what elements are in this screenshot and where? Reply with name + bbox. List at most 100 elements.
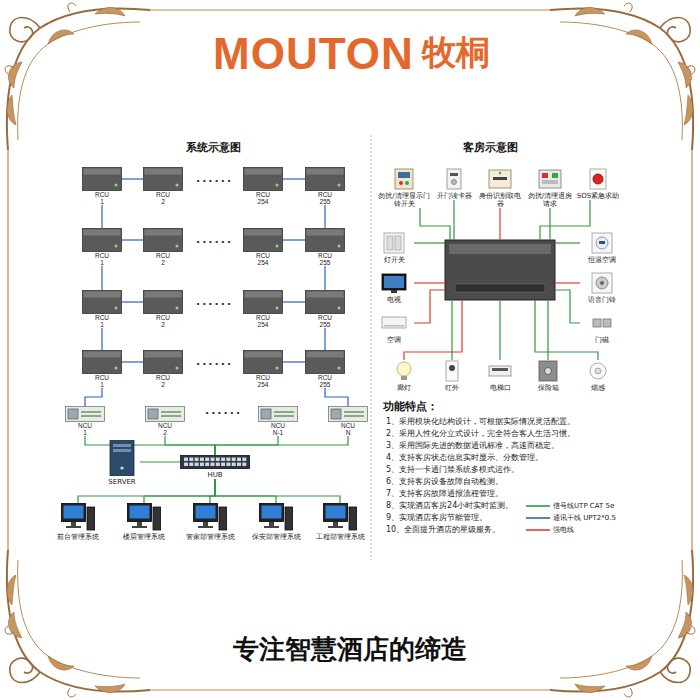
frame-line: [691, 150, 692, 550]
workstation: 前台管理系统: [48, 503, 108, 541]
hub-port: [205, 463, 209, 467]
network-cable: [85, 388, 102, 406]
device-wire: [499, 300, 500, 360]
pc-tower: [285, 507, 293, 530]
icon-part: [395, 236, 401, 250]
rcu-lid: [84, 169, 121, 175]
room-device: 开门读卡器: [432, 168, 476, 200]
device-wire: [414, 282, 445, 283]
ellipsis: ......: [196, 233, 233, 246]
icon-part: [489, 170, 511, 188]
unit-label: NCU N: [341, 423, 355, 436]
rcu-case: [306, 168, 345, 191]
network-cable: [85, 436, 215, 455]
icon-part: [401, 376, 407, 380]
unit-label: RCU 254: [256, 315, 270, 328]
rcu-unit: RCU 2: [143, 228, 183, 266]
corner-flourish: [5, 3, 150, 150]
ellipsis: ......: [196, 355, 233, 368]
rcu-case: [144, 229, 183, 252]
legend-line: [526, 517, 550, 519]
pc-tower: [219, 507, 227, 530]
device-label: 开门读卡器: [432, 192, 476, 200]
hub-port: [232, 458, 236, 462]
icon-part: [397, 362, 411, 376]
hub-port: [221, 458, 225, 462]
status-led: [176, 184, 179, 187]
icon-part: [384, 325, 404, 327]
server-node: SERVER: [104, 440, 140, 486]
monitor: [62, 504, 86, 522]
hub-port: [184, 463, 188, 467]
icon-part: [596, 237, 608, 249]
icon-part: [395, 169, 413, 189]
hub-port: [211, 458, 215, 462]
pc-icon: [127, 503, 161, 531]
network-cable: [122, 239, 143, 240]
icon-part: [382, 317, 406, 328]
panel2-icon: [537, 168, 563, 190]
smoke-icon: [585, 360, 611, 382]
network-cable: [78, 479, 215, 503]
section-title: 客房示意图: [463, 141, 518, 155]
rcu-case: [306, 229, 345, 252]
ellipsis: ......: [196, 295, 233, 308]
room-device: 保险箱: [526, 360, 570, 392]
ncu-strip: [344, 411, 364, 413]
screen: [262, 506, 282, 519]
rcu-icon: [243, 290, 283, 314]
room-device: 红外: [430, 360, 474, 392]
hub-port: [237, 463, 241, 467]
door-icon: [589, 312, 615, 334]
unit-label: RCU 1: [95, 253, 109, 266]
feature-item: 9、实现酒店客房节能管理。: [386, 513, 487, 523]
icon-part: [446, 361, 458, 381]
feature-item: 5、支持一卡通门禁系统多模式运作。: [386, 465, 519, 475]
ellipsis: ......: [205, 404, 242, 417]
network-cable: [325, 388, 348, 406]
pc-tower: [87, 507, 95, 530]
unit-label: RCU 2: [156, 192, 170, 205]
monitor-base: [328, 526, 343, 528]
device-wire: [555, 242, 580, 243]
room-device: 勿扰/清理显示门铃开关: [377, 168, 431, 208]
screen: [196, 506, 216, 519]
ncu-unit: NCU N: [328, 406, 368, 436]
rcu-icon: [82, 228, 122, 252]
drive-bay: [113, 444, 131, 447]
lamp-icon: [391, 360, 417, 382]
icon-part: [593, 319, 601, 327]
device-wire: [555, 290, 580, 323]
icon-part: [542, 180, 558, 184]
drive-bay: [113, 449, 131, 452]
brand-logo: MOUTON: [213, 30, 414, 78]
rcu-icon: [82, 350, 122, 374]
network-cable: [122, 361, 143, 362]
status-led: [115, 367, 118, 370]
device-label: 电视: [374, 296, 414, 304]
device-label: 前台管理系统: [48, 533, 108, 541]
rcu-unit: RCU 255: [305, 290, 345, 328]
device-wire: [451, 300, 452, 360]
screen: [130, 506, 150, 519]
room-device: 勿扰/清理退房请求: [525, 168, 575, 208]
rcu-unit: RCU 254: [243, 167, 283, 205]
icon-part: [596, 277, 608, 289]
hub-port: [200, 463, 204, 467]
network-cable: [283, 301, 305, 302]
monitor-stand: [71, 522, 76, 526]
room-device: 空调: [374, 312, 414, 344]
section-title: 系统示意图: [186, 141, 241, 155]
unit-label: NCU 2: [158, 423, 172, 436]
network-cable: [140, 461, 180, 462]
frame-line: [150, 9, 550, 10]
ncu-strip: [274, 415, 294, 417]
rcu-case: [144, 351, 183, 374]
unit-label: RCU 2: [156, 253, 170, 266]
icon-part: [452, 180, 457, 185]
device-wire: [549, 208, 550, 240]
feature-item: 8、实现酒店客房24小时实时监测。: [386, 501, 513, 511]
hub-port: [200, 458, 204, 462]
rcu-case: [306, 291, 345, 314]
ncu-strip: [274, 411, 294, 413]
